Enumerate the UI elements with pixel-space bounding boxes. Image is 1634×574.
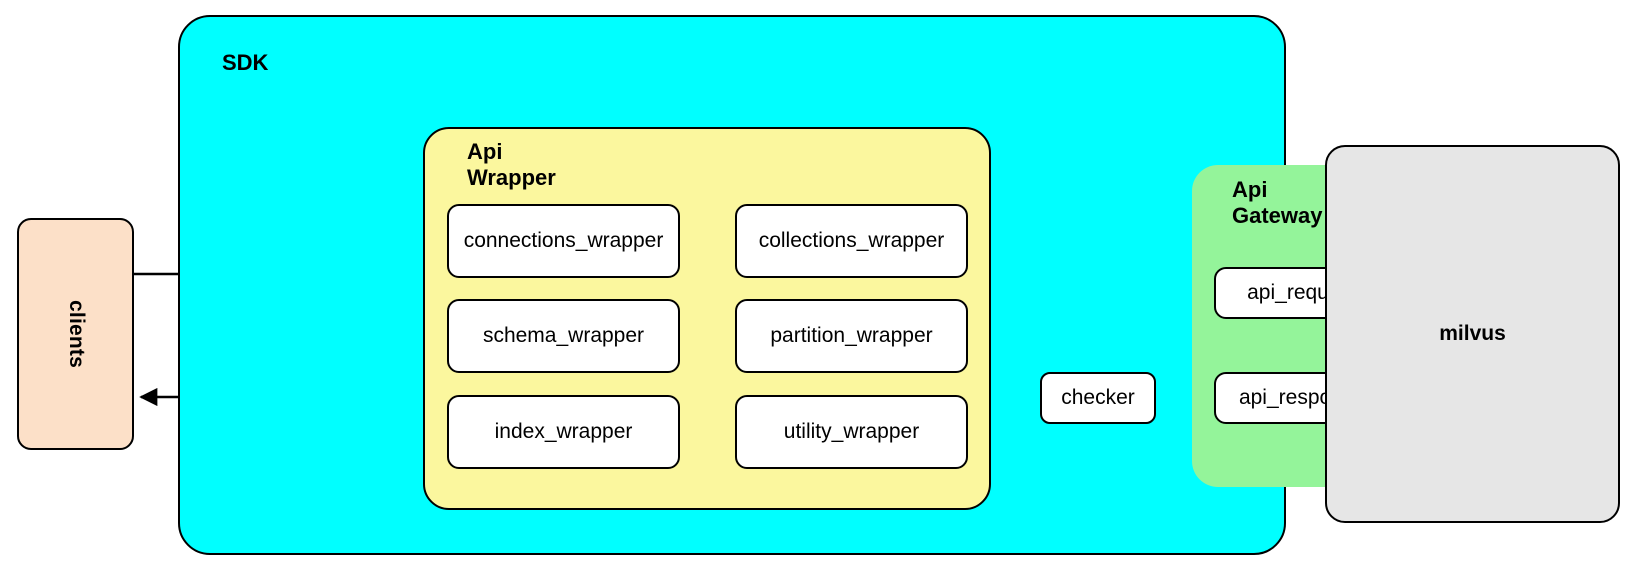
sdk-label: SDK [222, 50, 269, 75]
index-wrapper-node[interactable]: index_wrapper [447, 395, 680, 469]
schema-wrapper-node[interactable]: schema_wrapper [447, 299, 680, 373]
api-wrapper-container[interactable]: Api Wrapper connections_wrapper collecti… [423, 127, 991, 510]
connections-wrapper-node[interactable]: connections_wrapper [447, 204, 680, 278]
clients-node[interactable]: clients [17, 218, 134, 450]
clients-label: clients [64, 300, 88, 368]
milvus-node[interactable]: milvus [1325, 145, 1620, 523]
collections-wrapper-node[interactable]: collections_wrapper [735, 204, 968, 278]
api-wrapper-label: Api Wrapper [467, 139, 556, 190]
checker-node[interactable]: checker [1040, 372, 1156, 424]
utility-wrapper-node[interactable]: utility_wrapper [735, 395, 968, 469]
partition-wrapper-node[interactable]: partition_wrapper [735, 299, 968, 373]
api-gateway-label: Api Gateway [1232, 177, 1323, 228]
sdk-container[interactable]: SDK Api Wrapper connections_wrapper coll… [178, 15, 1418, 555]
